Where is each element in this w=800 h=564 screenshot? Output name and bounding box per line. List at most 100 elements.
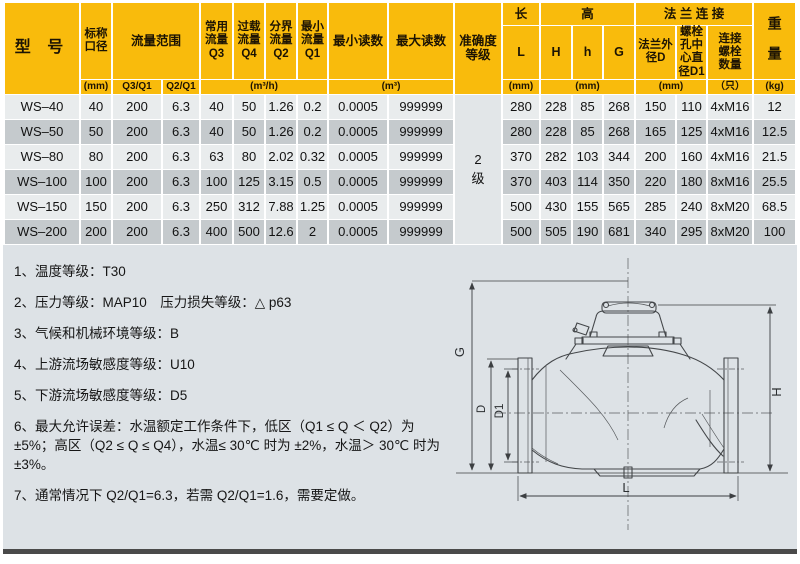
note-item: 1、温度等级：T30	[14, 264, 126, 279]
cell: 63	[201, 144, 233, 169]
cell: 999999	[389, 194, 454, 219]
accuracy-class-cell: 2 级	[455, 94, 502, 244]
cell: 0.5	[298, 169, 328, 194]
cell: 500	[503, 219, 540, 244]
note-item: 3、气候和机械环境等级：B	[14, 326, 180, 341]
header-group-row: 型 号 标称口径 流量范围 常用流量Q3 过载流量Q4 分界流量Q2 最小流量Q…	[5, 3, 796, 94]
note-item: 7、通常情况下 Q2/Q1=6.3，若需 Q2/Q1=1.6，需要定做。	[14, 488, 365, 503]
cell: 85	[573, 119, 603, 144]
cell: 999999	[389, 94, 454, 119]
cell: 4xM16	[708, 144, 753, 169]
cell: 40	[81, 94, 111, 119]
cell: 200	[113, 169, 161, 194]
group-header-flange: 法 兰 连 接	[636, 3, 753, 25]
cell: 280	[503, 119, 540, 144]
cell: 50	[81, 119, 111, 144]
col-header-model: 型 号	[5, 3, 79, 94]
cell: 68.5	[754, 194, 796, 219]
cell: 8xM16	[708, 169, 753, 194]
cell: WS–100	[5, 169, 79, 194]
meter-body	[531, 346, 725, 479]
cell: 150	[81, 194, 111, 219]
cell: 282	[541, 144, 572, 169]
cell: 40	[201, 119, 233, 144]
group-header-length: 长	[503, 3, 540, 25]
cell: 268	[604, 94, 635, 119]
cell: 370	[503, 144, 540, 169]
unit-bolts: （只）	[708, 79, 753, 94]
register-head	[565, 301, 691, 360]
cell: 200	[113, 194, 161, 219]
col-header-weight: 重量	[754, 3, 796, 79]
col-header-overload-flow: 过载流量Q4	[234, 3, 265, 79]
cell: 200	[113, 119, 161, 144]
note-item: 2、压力等级：MAP10 压力损失等级：△ p63	[14, 295, 292, 310]
right-flange	[717, 357, 744, 474]
col-header-common-flow: 常用流量Q3	[201, 3, 233, 79]
cell: 25.5	[754, 169, 796, 194]
cell: 228	[541, 94, 572, 119]
cell: 350	[604, 169, 635, 194]
cell: 403	[541, 169, 572, 194]
unit-L: (mm)	[503, 79, 540, 94]
cell: 2	[298, 219, 328, 244]
col-header-nominal-diameter: 标称口径	[81, 3, 111, 79]
cell: 340	[636, 219, 676, 244]
cell: 1.26	[266, 94, 297, 119]
cell: 100	[81, 169, 111, 194]
col-header-transition-flow: 分界流量Q2	[266, 3, 297, 79]
left-flange	[512, 357, 539, 474]
cell: 200	[636, 144, 676, 169]
cell: 0.0005	[329, 169, 388, 194]
header-sub-row: L H h G 法兰外径D 螺栓孔中心直径D1 连接螺栓数量	[5, 26, 795, 79]
dimension-label-D: D	[476, 405, 488, 413]
cell: 80	[81, 144, 111, 169]
cell: 4xM16	[708, 119, 753, 144]
cell: 250	[201, 194, 233, 219]
cell: 100	[201, 169, 233, 194]
cell: 1.26	[266, 119, 297, 144]
dimension-label-G: G	[452, 347, 467, 357]
col-header-min-flow: 最小流量Q1	[298, 3, 328, 79]
cell: 0.0005	[329, 94, 388, 119]
unit-q2q1: Q2/Q1	[163, 79, 200, 94]
cell: 240	[677, 194, 707, 219]
note-item: 6、最大允许误差：水温额定工作条件下，低区（Q1 ≤ Q ＜ Q2）为 ±5%；…	[14, 419, 440, 472]
cell: 50	[234, 119, 265, 144]
unit-dn: (mm)	[81, 79, 111, 94]
cell: 0.0005	[329, 119, 388, 144]
cell: 285	[636, 194, 676, 219]
cell: 0.0005	[329, 219, 388, 244]
cell: 4xM16	[708, 94, 753, 119]
cell: 12	[754, 94, 796, 119]
cell: 50	[234, 94, 265, 119]
cell: 0.2	[298, 94, 328, 119]
notes-list: 1、温度等级：T30 2、压力等级：MAP10 压力损失等级：△ p63 3、气候和…	[14, 262, 444, 517]
cell: 500	[234, 219, 265, 244]
cell: 150	[636, 94, 676, 119]
cell: 0.2	[298, 119, 328, 144]
unit-flow: (m³/h)	[201, 79, 328, 94]
col-header-min-reading: 最小读数	[329, 3, 388, 79]
cell: 12.5	[754, 119, 796, 144]
cell: 268	[604, 119, 635, 144]
cell: 400	[201, 219, 233, 244]
col-header-bolt-count: 连接螺栓数量	[708, 26, 753, 79]
cell: 280	[503, 94, 540, 119]
cell: 125	[677, 119, 707, 144]
cell: 430	[541, 194, 572, 219]
dimension-lines	[456, 280, 788, 501]
cell: 103	[573, 144, 603, 169]
cell: 6.3	[163, 219, 200, 244]
note-item: 4、上游流场敏感度等级：U10	[14, 357, 195, 372]
col-header-L: L	[503, 26, 540, 79]
cell: 165	[636, 119, 676, 144]
col-header-max-reading: 最大读数	[389, 3, 454, 79]
col-header-flange-od: 法兰外径D	[636, 26, 676, 79]
cell: 220	[636, 169, 676, 194]
